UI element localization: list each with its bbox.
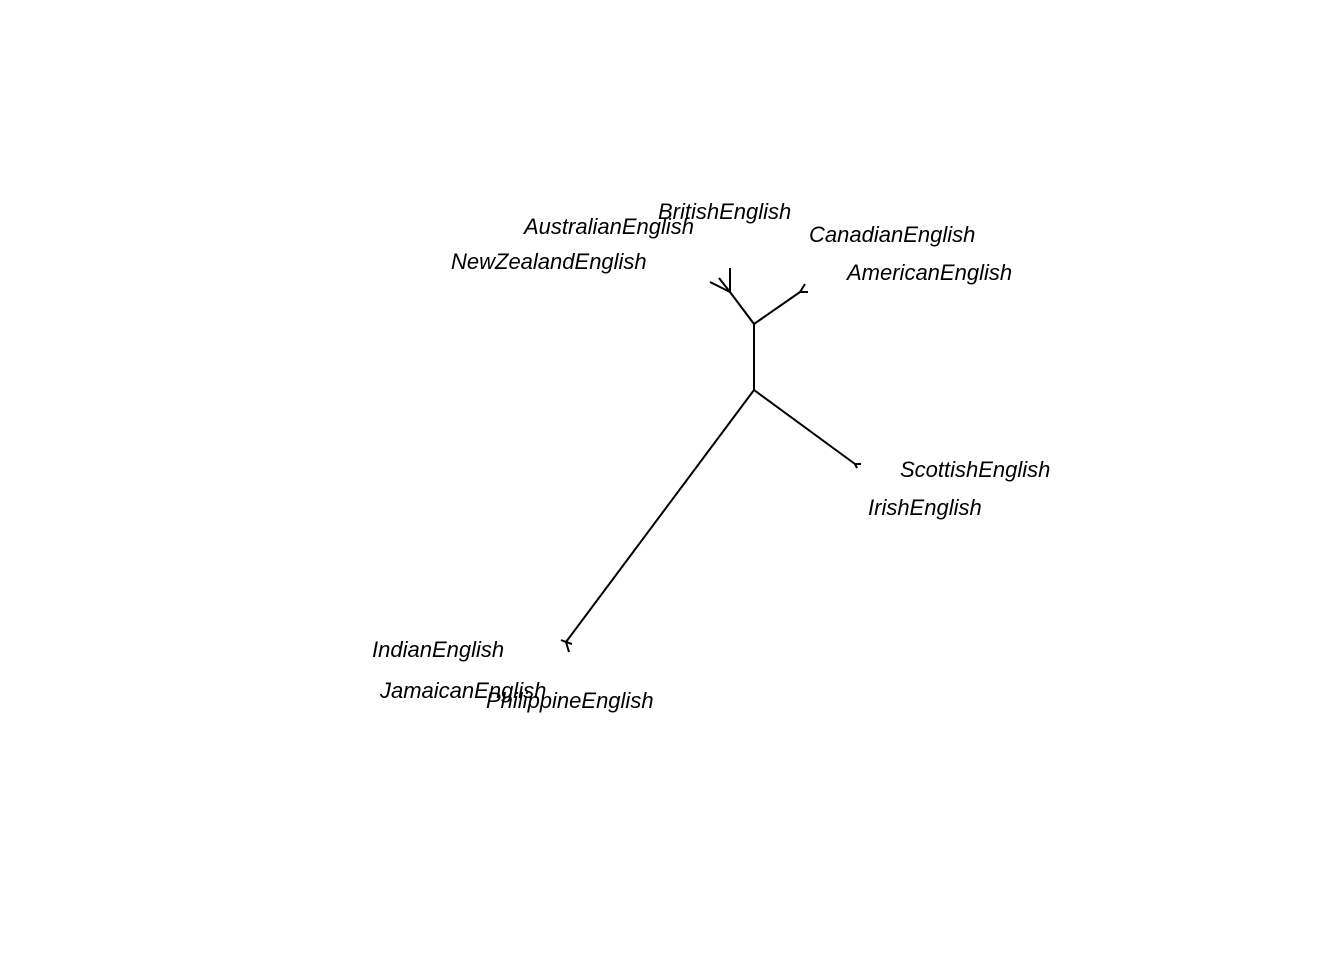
branch-upper-node-to-right-cluster xyxy=(753,291,801,325)
tip-branch-indian xyxy=(560,639,567,643)
tip-labels: BritishEnglish AustralianEnglish NewZeal… xyxy=(372,199,1050,713)
tip-label-philippine: PhilippineEnglish xyxy=(486,688,654,713)
tip-label-indian: IndianEnglish xyxy=(372,637,504,662)
tip-branch-australian xyxy=(718,277,731,293)
tip-branch-irish xyxy=(854,463,858,469)
tip-label-australian: AustralianEnglish xyxy=(522,214,694,239)
tip-label-british: BritishEnglish xyxy=(658,199,791,224)
tip-label-canadian: CanadianEnglish xyxy=(809,222,975,247)
tip-label-scottish: ScottishEnglish xyxy=(900,457,1050,482)
tip-branch-newzealand xyxy=(709,281,731,293)
branch-center-to-asian-caribbean-cluster xyxy=(565,389,755,643)
branch-upper-node-to-left-cluster xyxy=(729,291,755,325)
tree-branches xyxy=(560,268,861,653)
tip-label-irish: IrishEnglish xyxy=(868,495,982,520)
tip-label-american: AmericanEnglish xyxy=(845,260,1012,285)
branch-center-to-celtic-cluster xyxy=(753,389,856,465)
tip-branch-canadian xyxy=(799,283,806,293)
tip-branch-philippine xyxy=(565,641,570,653)
tip-label-jamaican: JamaicanEnglish xyxy=(379,678,546,703)
tip-label-newzealand: NewZealandEnglish xyxy=(451,249,647,274)
